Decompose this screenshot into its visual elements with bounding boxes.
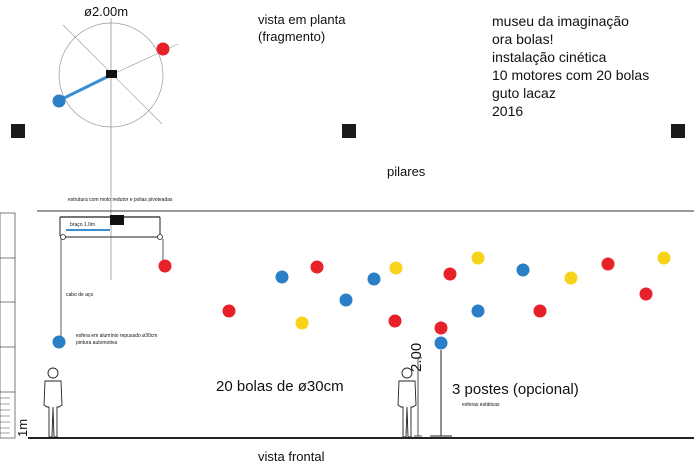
credit-museum: museu da imaginação: [492, 13, 629, 29]
ball-yellow: [471, 251, 485, 265]
balls-layer: [52, 251, 671, 350]
credit-title: ora bolas!: [492, 31, 554, 47]
ball-red: [158, 259, 172, 273]
pillar-right: [671, 124, 685, 138]
ball-blue: [516, 263, 530, 277]
ball-blue: [275, 270, 289, 284]
plan-ball-blue: [52, 94, 66, 108]
plan-view-title: vista em planta: [258, 12, 346, 27]
arm-label: braço 1.0m: [70, 222, 96, 228]
ball-blue: [471, 304, 485, 318]
height-scale: [0, 212, 16, 439]
plan-arm: [59, 73, 112, 102]
front-view-title: vista frontal: [258, 449, 325, 464]
ball-blue: [434, 336, 448, 350]
posts-sublabel: esferas estáticas: [462, 402, 500, 408]
human-figure-center: [397, 367, 417, 438]
credit-year: 2016: [492, 103, 524, 119]
ball-red: [310, 260, 324, 274]
ball-yellow: [657, 251, 671, 265]
pillars-label: pilares: [387, 164, 426, 179]
post-height-label: 2.00: [408, 342, 425, 372]
ball-blue: [367, 272, 381, 286]
plan-ball-red: [156, 42, 170, 56]
balls-count-label: 20 bolas de ø30cm: [216, 378, 344, 395]
plan-view-subtitle: (fragmento): [258, 29, 326, 44]
credit-author: guto lacaz: [492, 85, 556, 101]
ball-yellow: [295, 316, 309, 330]
ball-red: [434, 321, 448, 335]
credits-block: museu da imaginação ora bolas! instalaçã…: [492, 12, 649, 120]
pillar-center: [342, 124, 356, 138]
motor-structure: [59, 215, 163, 240]
plan-view: [52, 18, 179, 280]
ball-red: [222, 304, 236, 318]
ball-blue: [52, 335, 66, 349]
scale-label: 1m: [15, 418, 30, 437]
ball-yellow: [389, 261, 403, 275]
ball-yellow: [564, 271, 578, 285]
ball-red: [639, 287, 653, 301]
credit-motors: 10 motores com 20 bolas: [492, 67, 650, 83]
sphere-label-line2: pintura automotiva: [76, 340, 118, 346]
ball-red: [388, 314, 402, 328]
plan-diameter-label: ø2.00m: [84, 4, 129, 19]
credit-type: instalação cinética: [492, 49, 607, 65]
ball-blue: [339, 293, 353, 307]
cable-label: cabo de aço: [66, 292, 94, 298]
human-figure-left: [43, 367, 63, 438]
posts-label: 3 postes (opcional): [452, 381, 579, 398]
ball-red: [601, 257, 615, 271]
plan-motor: [106, 70, 117, 78]
structure-label: estrutura com moto redutor e polias pivo…: [68, 197, 173, 203]
ball-red: [443, 267, 457, 281]
sphere-label-line1: esfera em alumínio repuxado ø30cm: [76, 333, 158, 339]
front-view: [0, 210, 694, 439]
pillar-left: [11, 124, 25, 138]
ball-red: [533, 304, 547, 318]
